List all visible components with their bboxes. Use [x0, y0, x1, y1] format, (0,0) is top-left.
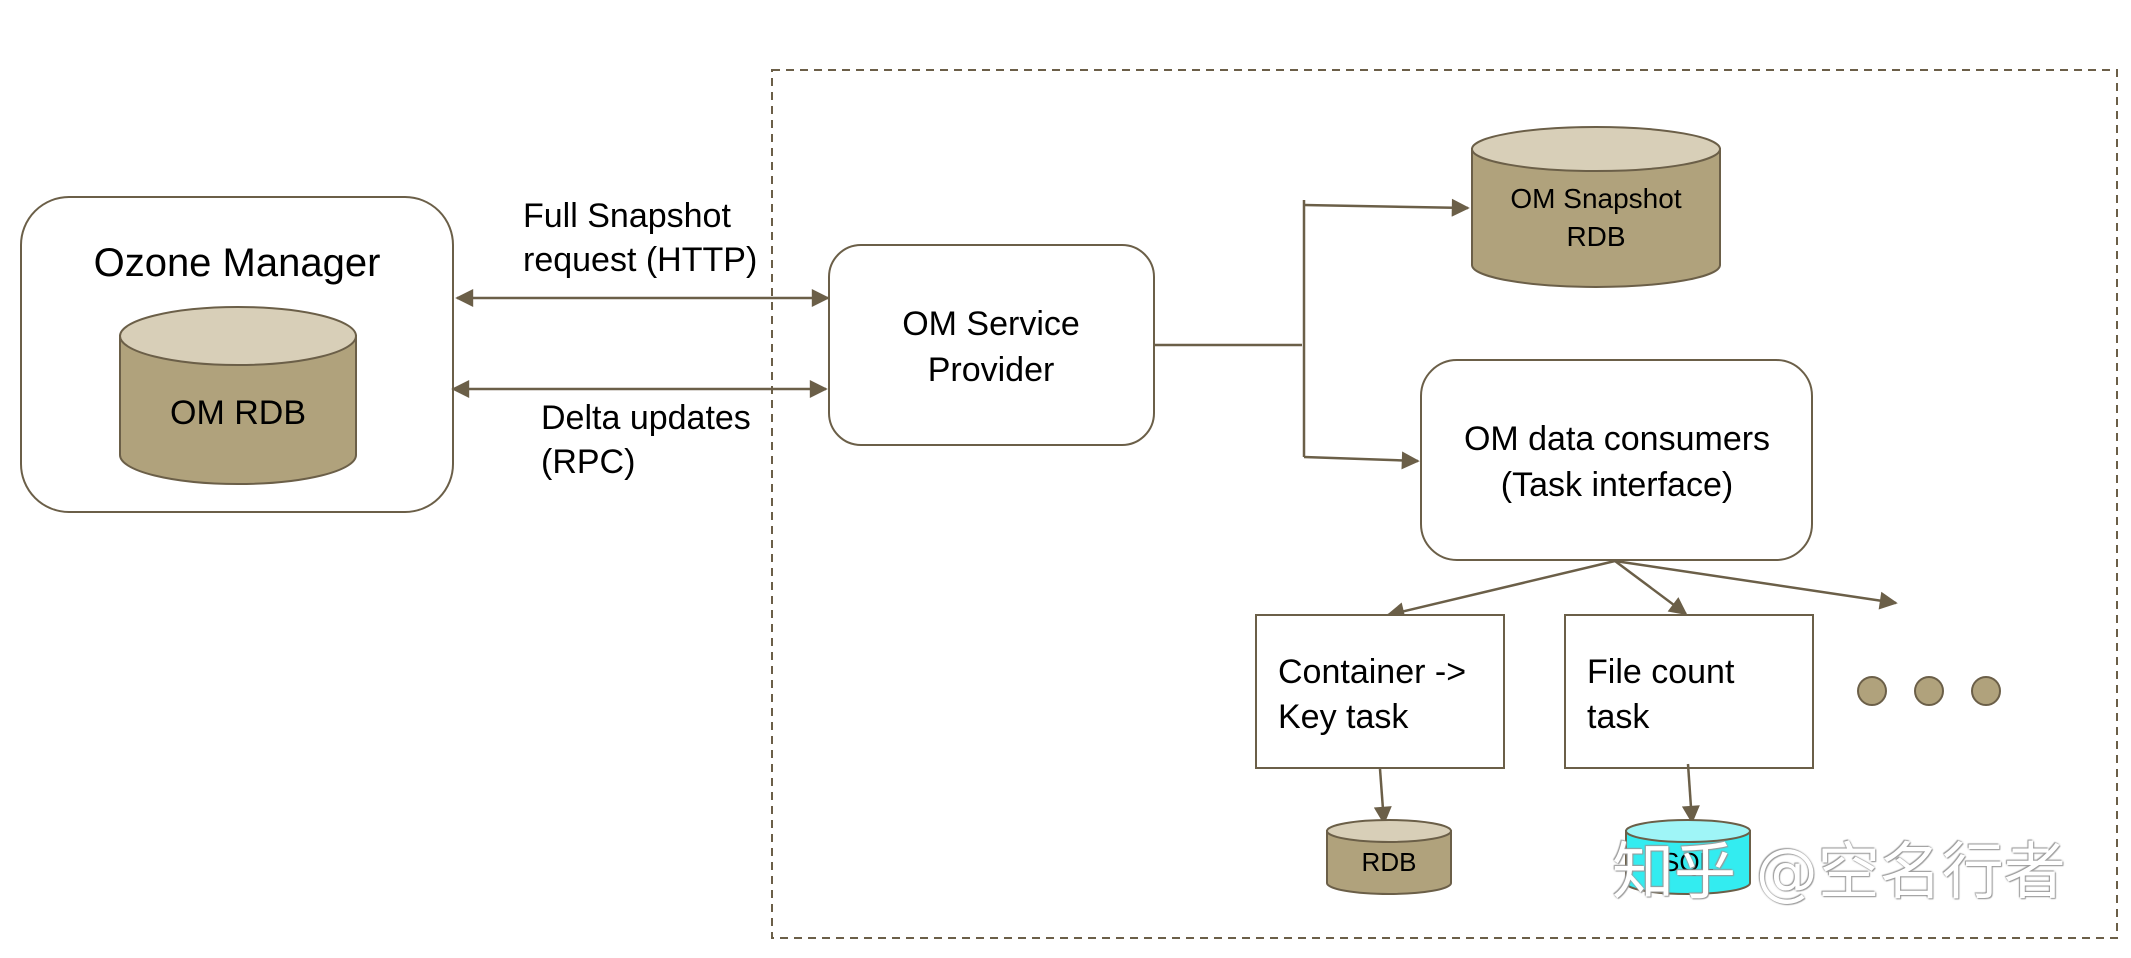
om-rdb-label: OM RDB: [170, 394, 306, 432]
container-to-rdb-arrow: [1373, 768, 1392, 825]
recon-boundary: [771, 69, 2118, 939]
filecount-task-label-line2: task: [1587, 698, 1650, 736]
file-count-task-box: [1564, 614, 1814, 769]
to-more-tasks-arrow: [1614, 559, 1898, 610]
task-sql-label: SQL: [1661, 847, 1715, 877]
watermark: 知乎 @空名行者: [1612, 835, 2066, 908]
snapshot-request-label-line2: request (HTTP): [523, 241, 758, 279]
delta-updates-label-line2: (RPC): [541, 443, 636, 481]
to-consumers-arrow: [1303, 451, 1420, 470]
container-task-label-line1: Container ->: [1278, 653, 1467, 691]
snapshot-request-label-line1: Full Snapshot: [523, 197, 731, 235]
more-dot-1: [1857, 676, 1887, 706]
container-key-task-box: [1255, 614, 1505, 769]
om-rdb-cylinder: [119, 306, 357, 485]
task-sql-cylinder: [1625, 819, 1751, 895]
filecount-to-sql-arrow: [1681, 763, 1700, 824]
service-provider-label-line1: OM Service: [902, 305, 1080, 343]
snapshot-rdb-label-line2: RDB: [1566, 221, 1626, 252]
snapshot-rdb-label-line1: OM Snapshot: [1510, 183, 1682, 214]
to-filecount-task-arrow: [1614, 559, 1688, 616]
service-provider-label-line2: Provider: [927, 351, 1055, 389]
consumers-label-line1: OM data consumers: [1463, 420, 1771, 458]
delta-updates-label-line1: Delta updates: [541, 399, 751, 437]
to-snapshot-arrow: [1303, 198, 1470, 217]
task-rdb-label: RDB: [1361, 847, 1417, 877]
task-rdb-cylinder: [1326, 819, 1452, 895]
container-task-label-line2: Key task: [1278, 698, 1409, 736]
consumers-label-line2: (Task interface): [1500, 466, 1734, 504]
ozone-manager-title: Ozone Manager: [93, 241, 381, 285]
more-dot-2: [1914, 676, 1944, 706]
to-container-task-arrow: [1386, 559, 1616, 621]
snapshot-rdb-cylinder: [1471, 126, 1721, 288]
more-dot-3: [1971, 676, 2001, 706]
filecount-task-label-line1: File count: [1587, 653, 1735, 691]
